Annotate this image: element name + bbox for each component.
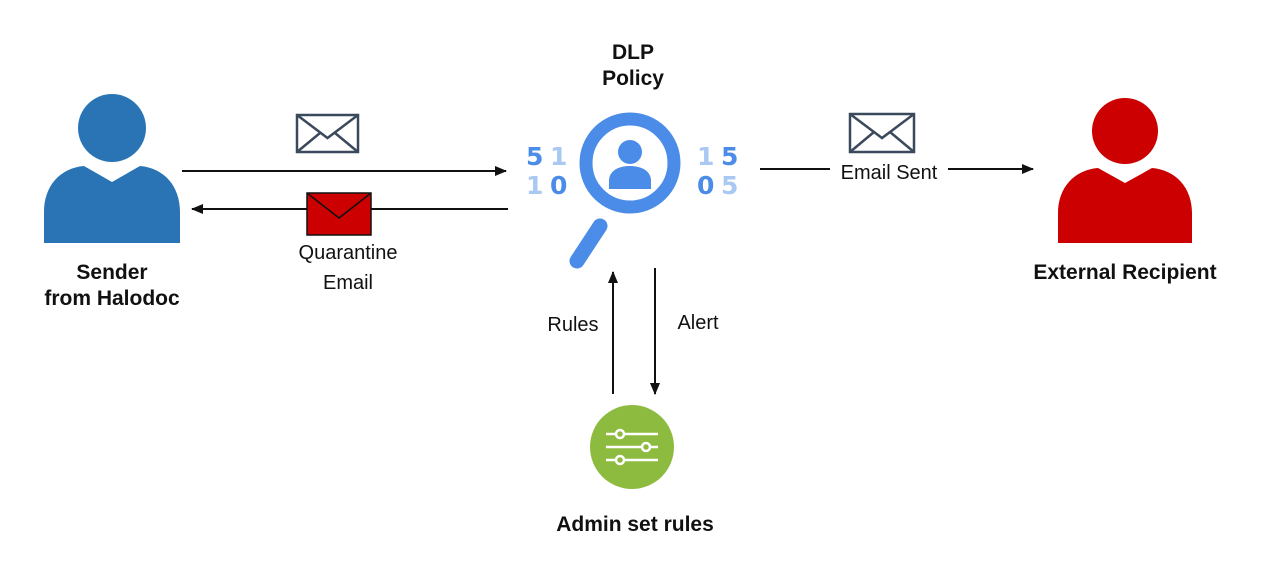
alert-label: Alert xyxy=(677,312,719,334)
dlp-digit: 1 xyxy=(697,142,715,171)
quarantine-label-line: Quarantine xyxy=(298,242,398,264)
red-envelope-icon xyxy=(306,192,372,236)
sender-person-icon xyxy=(44,94,180,243)
rules-label: Rules xyxy=(547,314,599,336)
dlp-magnifier-icon xyxy=(569,112,681,269)
admin-label: Admin set rules xyxy=(556,513,714,536)
email-sent-label: Email Sent xyxy=(830,161,948,185)
dlp-digit: 1 xyxy=(550,142,568,171)
dlp-digit: 5 xyxy=(721,171,739,200)
envelope-icon xyxy=(295,113,360,154)
dlp-digit: 0 xyxy=(550,171,568,200)
dlp-title-line: DLP xyxy=(612,41,654,64)
sender-label-line: from Halodoc xyxy=(44,287,180,310)
dlp-policy-title: DLP Policy xyxy=(583,40,683,92)
admin-settings-icon xyxy=(590,405,674,489)
dlp-digit: 5 xyxy=(721,142,739,171)
envelope-icon xyxy=(848,112,916,154)
sender-label-line: Sender xyxy=(76,261,148,284)
quarantine-label: Quarantine Email xyxy=(268,241,428,295)
quarantine-label-line: Email xyxy=(322,272,373,294)
dlp-digit: 5 xyxy=(526,142,544,171)
dlp-title-line: Policy xyxy=(602,67,664,90)
dlp-digit: 0 xyxy=(697,171,715,200)
recipient-label: External Recipient xyxy=(1033,261,1217,284)
dlp-digit: 1 xyxy=(526,171,544,200)
sender-label: Sender from Halodoc xyxy=(12,260,212,312)
recipient-person-icon xyxy=(1058,98,1192,243)
